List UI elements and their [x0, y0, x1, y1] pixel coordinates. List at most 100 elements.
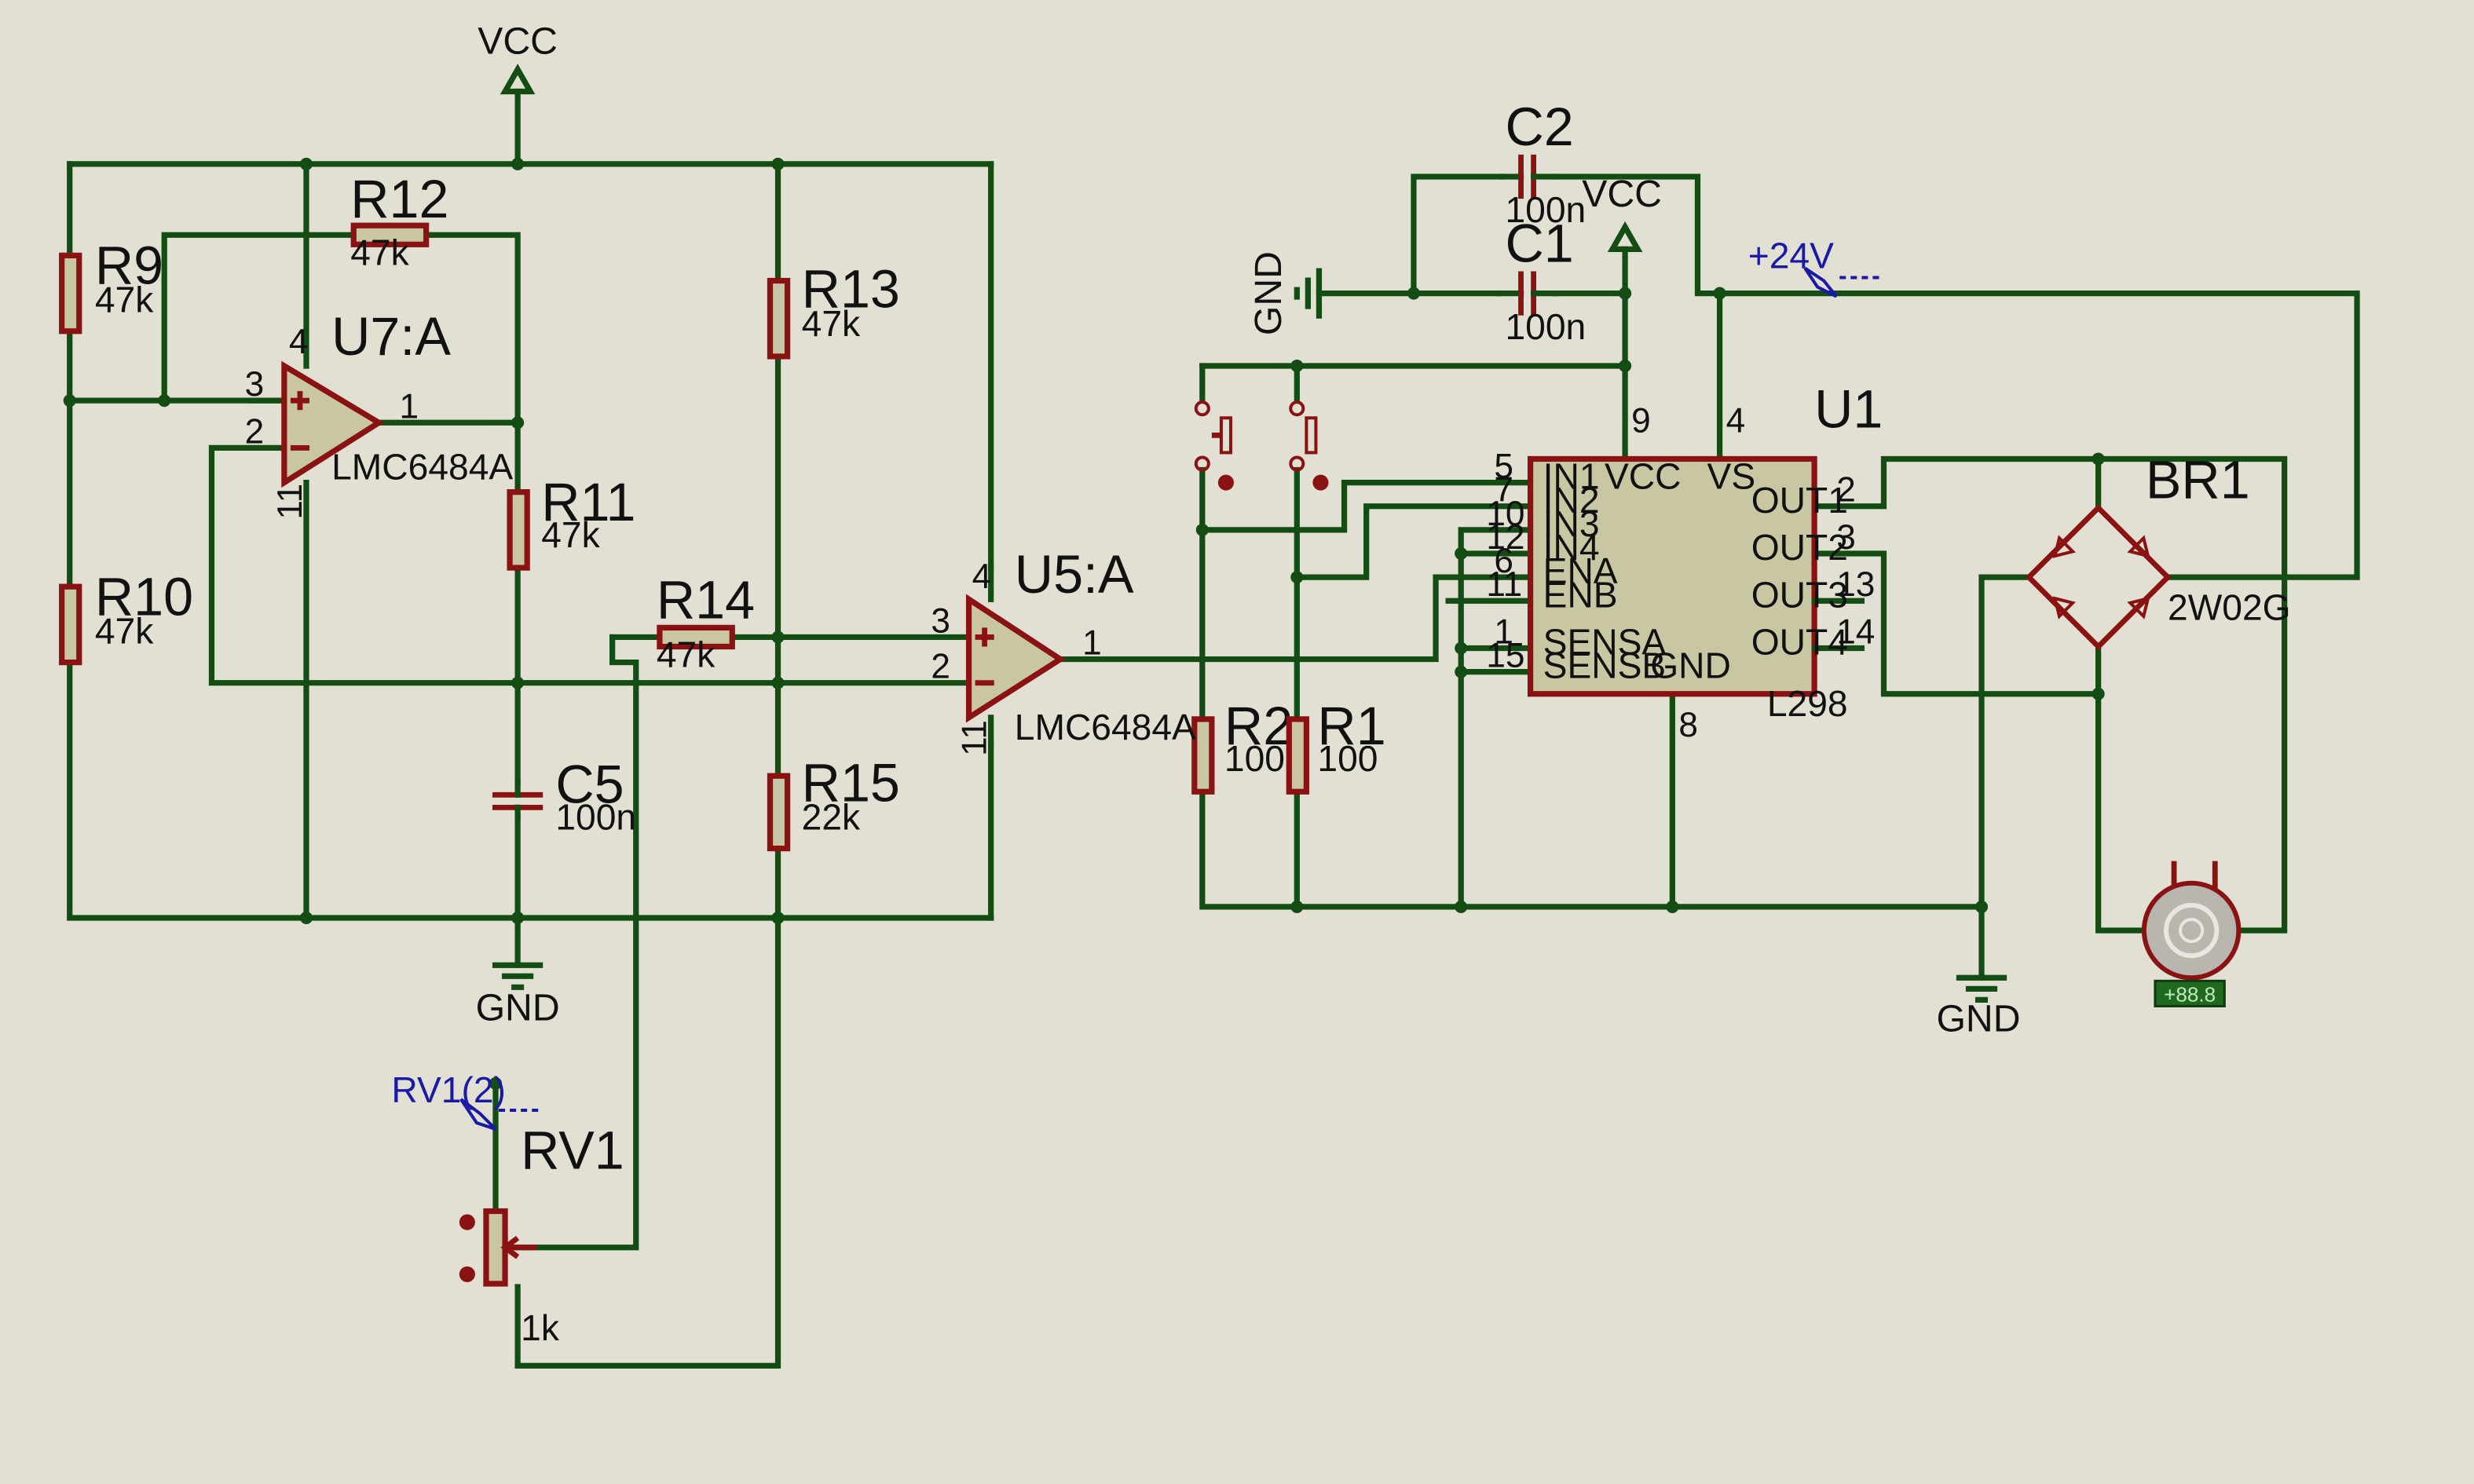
gnd-label-right: GND	[1936, 998, 2020, 1040]
svg-text:OUT4: OUT4	[1751, 622, 1848, 663]
svg-text:2W02G: 2W02G	[2168, 587, 2291, 627]
svg-text:IN2: IN2	[1543, 480, 1600, 521]
svg-text:R9: R9	[95, 236, 163, 296]
svg-text:C5: C5	[555, 755, 624, 814]
opamp-u5: 3 2 1 4 11 U5:A LMC6484A	[931, 545, 1196, 756]
svg-text:100: 100	[1317, 738, 1378, 779]
svg-text:R12: R12	[350, 170, 448, 229]
potentiometer-rv1: RV1 1k	[459, 1120, 624, 1348]
svg-text:7: 7	[1494, 471, 1513, 510]
svg-text:BR1: BR1	[2146, 451, 2250, 510]
opamp-u7: 3 2 1 4 11 U7:A LMC6484A	[245, 307, 514, 520]
svg-text:R11: R11	[541, 473, 635, 532]
svg-text:OUT3: OUT3	[1751, 574, 1848, 615]
resistor-r14: R14 47k	[657, 570, 755, 674]
capacitor-c5: C5 100n	[492, 755, 636, 837]
svg-text:2: 2	[245, 412, 265, 451]
svg-text:IN4: IN4	[1543, 527, 1600, 568]
svg-text:U1: U1	[1814, 379, 1883, 439]
svg-text:5: 5	[1494, 448, 1513, 486]
svg-text:C1: C1	[1505, 214, 1573, 273]
gnd-label-left: GND	[476, 987, 560, 1029]
svg-text:+88.8: +88.8	[2164, 982, 2216, 1006]
svg-text:ENB: ENB	[1543, 574, 1618, 615]
bridge-rectifier-br1: BR1 2W02G	[2025, 451, 2291, 651]
dc-motor: +88.8	[2141, 861, 2242, 1007]
svg-text:47k: 47k	[95, 610, 154, 651]
gnd-symbol-cap: GND	[1247, 251, 1323, 335]
wires-left	[67, 88, 1534, 1369]
svg-text:47k: 47k	[95, 280, 154, 320]
svg-text:LMC6484A: LMC6484A	[331, 447, 513, 488]
resistor-r2: R2 100	[1191, 696, 1293, 795]
svg-text:2: 2	[931, 648, 950, 686]
svg-text:1k: 1k	[521, 1307, 560, 1348]
resistor-r10: R10 47k	[59, 567, 193, 666]
svg-text:8: 8	[1678, 706, 1698, 744]
resistor-r12: R12 47k	[350, 170, 448, 272]
svg-text:3: 3	[1836, 518, 1856, 557]
svg-text:11: 11	[956, 720, 994, 756]
svg-text:3: 3	[931, 601, 950, 640]
svg-text:C2: C2	[1505, 97, 1573, 157]
vcc-label-right: VCC	[1582, 173, 1662, 215]
svg-text:4: 4	[1726, 401, 1746, 440]
svg-text:12: 12	[1486, 518, 1524, 557]
svg-text:47k: 47k	[350, 232, 409, 272]
svg-text:22k: 22k	[802, 796, 861, 837]
capacitor-c2: C2 100n	[1499, 97, 1586, 230]
svg-text:15: 15	[1486, 637, 1524, 675]
svg-text:1: 1	[1082, 624, 1102, 663]
vcc-symbol-left: VCC	[478, 20, 558, 95]
svg-text:IN3: IN3	[1543, 503, 1600, 544]
svg-text:U7:A: U7:A	[331, 307, 451, 367]
gnd-symbol-left: GND	[476, 962, 560, 1029]
svg-text:LMC6484A: LMC6484A	[1015, 707, 1196, 747]
voltage-probe-24v: +24V	[1748, 235, 1881, 298]
svg-text:R2: R2	[1224, 696, 1293, 756]
svg-text:3: 3	[245, 365, 265, 404]
ic-u1-l298: U1 L298 5 7 10 12 6 11 1 15 IN1 IN2 IN3 …	[1486, 379, 1883, 744]
resistor-r13: R13 47k	[767, 260, 900, 360]
svg-text:47k: 47k	[541, 514, 600, 555]
svg-text:SENSB: SENSB	[1543, 645, 1667, 686]
svg-text:13: 13	[1836, 565, 1875, 604]
svg-text:VCC: VCC	[1605, 456, 1682, 497]
svg-text:IN1: IN1	[1543, 456, 1600, 497]
gnd-symbol-right: GND	[1936, 974, 2021, 1040]
svg-text:1: 1	[399, 387, 419, 426]
svg-text:100n: 100n	[1505, 306, 1586, 347]
svg-text:1: 1	[1494, 612, 1513, 651]
svg-text:RV1: RV1	[521, 1120, 624, 1180]
svg-text:L298: L298	[1767, 683, 1848, 724]
motor-readout-box	[2154, 979, 2226, 1007]
push-button-1[interactable]	[1194, 400, 1234, 491]
svg-text:VS: VS	[1707, 456, 1756, 497]
svg-text:10: 10	[1486, 495, 1524, 533]
vcc-symbol-right: VCC	[1582, 173, 1662, 252]
svg-text:47k: 47k	[802, 303, 861, 344]
svg-text:100: 100	[1224, 738, 1285, 779]
svg-text:R13: R13	[802, 260, 900, 320]
svg-text:4: 4	[972, 557, 992, 596]
push-button-2[interactable]	[1289, 400, 1329, 491]
svg-text:6: 6	[1494, 542, 1513, 580]
svg-text:R10: R10	[95, 567, 193, 627]
gnd-label-cap: GND	[1247, 251, 1290, 335]
svg-text:R14: R14	[657, 570, 755, 630]
svg-text:100n: 100n	[555, 796, 636, 837]
resistor-r15: R15 22k	[767, 753, 900, 852]
svg-text:RV1(2): RV1(2)	[391, 1069, 505, 1110]
resistor-r11: R11 47k	[507, 473, 635, 571]
junctions	[63, 157, 2105, 1090]
svg-text:GND: GND	[1650, 645, 1731, 686]
vcc-label-left: VCC	[478, 20, 558, 62]
svg-text:47k: 47k	[657, 634, 715, 675]
resistor-r9: R9 47k	[59, 236, 163, 334]
svg-text:14: 14	[1836, 612, 1875, 651]
voltage-probe-rv1: RV1(2)	[391, 1069, 540, 1131]
svg-text:+24V: +24V	[1748, 235, 1834, 276]
svg-text:11: 11	[271, 484, 309, 520]
svg-text:100n: 100n	[1505, 189, 1586, 230]
